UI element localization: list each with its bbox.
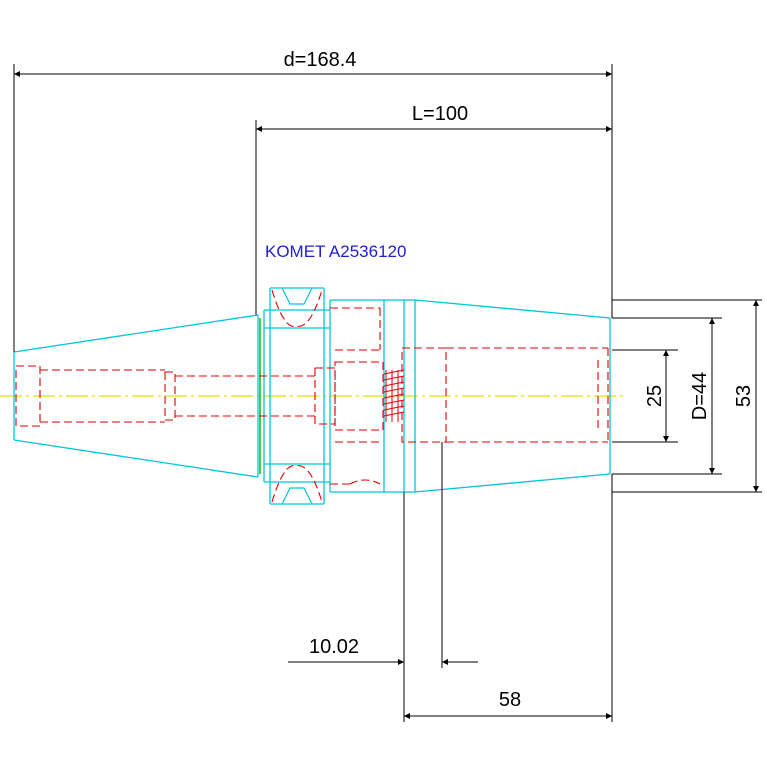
dim-nose-length: 58 <box>499 689 521 711</box>
dim-offset: 10.02 <box>309 636 359 658</box>
dimension-lines <box>13 64 762 722</box>
dim-body-diameter: 53 <box>733 385 755 407</box>
part-number-title: KOMET A2536120 <box>265 242 406 261</box>
dim-gauge-length: L=100 <box>412 103 468 125</box>
v-groove <box>281 287 313 505</box>
dim-bore-diameter: 25 <box>644 385 666 407</box>
dim-overall-length: d=168.4 <box>284 49 357 71</box>
holder-outline <box>13 287 611 505</box>
dim-nose-diameter: D=44 <box>689 372 711 420</box>
hidden-lines <box>15 289 609 503</box>
thread-hatch <box>383 369 405 422</box>
